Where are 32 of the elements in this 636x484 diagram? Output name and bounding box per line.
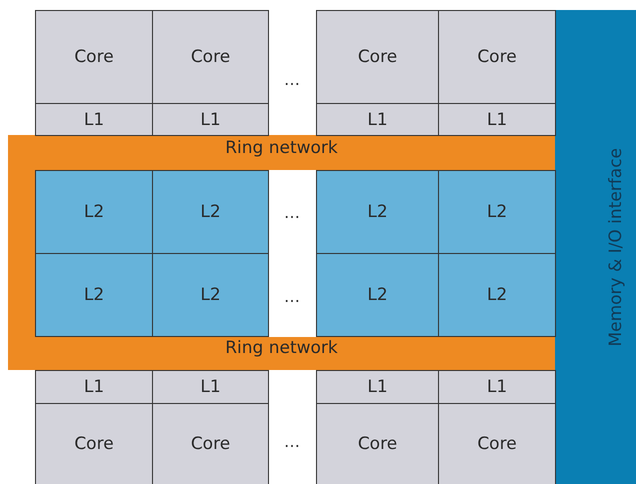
- ellipsis: …: [283, 432, 301, 451]
- cache-block: L1: [152, 370, 269, 404]
- cache-block: L2: [316, 170, 439, 254]
- cache-block: L1: [316, 103, 439, 136]
- ring-network-band: [8, 135, 555, 370]
- cache-block: L2: [35, 253, 153, 337]
- core-block: Core: [316, 403, 439, 484]
- ellipsis: …: [283, 287, 301, 306]
- band-label: Ring network: [225, 338, 338, 358]
- core-block: Core: [438, 10, 556, 104]
- cache-block: L2: [316, 253, 439, 337]
- cache-block: L1: [438, 370, 556, 404]
- interface-bar: Memory & I/O interface: [555, 10, 636, 484]
- cache-block: L2: [438, 253, 556, 337]
- cache-block: L1: [152, 103, 269, 136]
- core-block: Core: [316, 10, 439, 104]
- core-block: Core: [152, 403, 269, 484]
- cache-block: L2: [35, 170, 153, 254]
- cache-block: L2: [152, 253, 269, 337]
- cache-block: L2: [152, 170, 269, 254]
- core-block: Core: [152, 10, 269, 104]
- core-block: Core: [35, 10, 153, 104]
- cache-block: L1: [35, 370, 153, 404]
- cache-block: L1: [438, 103, 556, 136]
- cache-block: L1: [35, 103, 153, 136]
- ellipsis: …: [283, 70, 301, 89]
- ellipsis: …: [283, 203, 301, 222]
- core-block: Core: [438, 403, 556, 484]
- band-label: Ring network: [225, 138, 338, 158]
- cache-block: L1: [316, 370, 439, 404]
- core-block: Core: [35, 403, 153, 484]
- cache-block: L2: [438, 170, 556, 254]
